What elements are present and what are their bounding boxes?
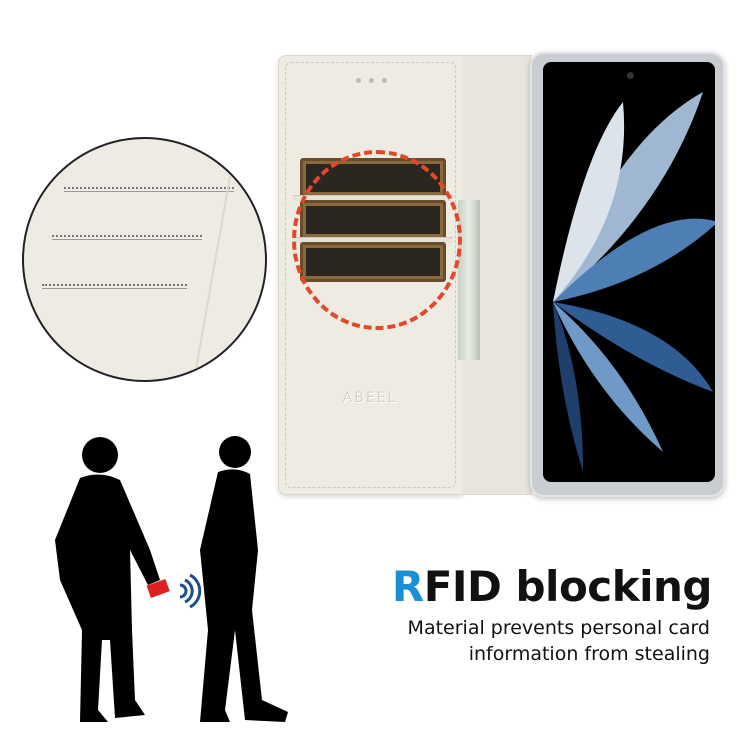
people-silhouettes: [55, 436, 288, 722]
phone-screen: [543, 62, 715, 482]
title-rest: FID blocking: [423, 562, 713, 611]
feature-title: RFID blocking: [391, 562, 713, 611]
rfid-signal-icon: [179, 573, 202, 609]
front-camera: [627, 72, 634, 79]
card-slot-closeup: [22, 137, 267, 382]
brand-emboss: ABEEL: [342, 390, 398, 406]
wallpaper-petals: [553, 92, 715, 472]
magnet-dots: [356, 68, 401, 83]
red-card: [146, 578, 170, 598]
feature-line-1: Material prevents personal card: [407, 617, 710, 639]
title-highlight: R: [391, 562, 424, 611]
person-silhouette: [200, 436, 288, 722]
highlight-circle: [292, 150, 462, 330]
feature-line-2: information from stealing: [468, 643, 710, 665]
cash-note: [458, 200, 480, 360]
person-silhouette: [55, 437, 160, 722]
